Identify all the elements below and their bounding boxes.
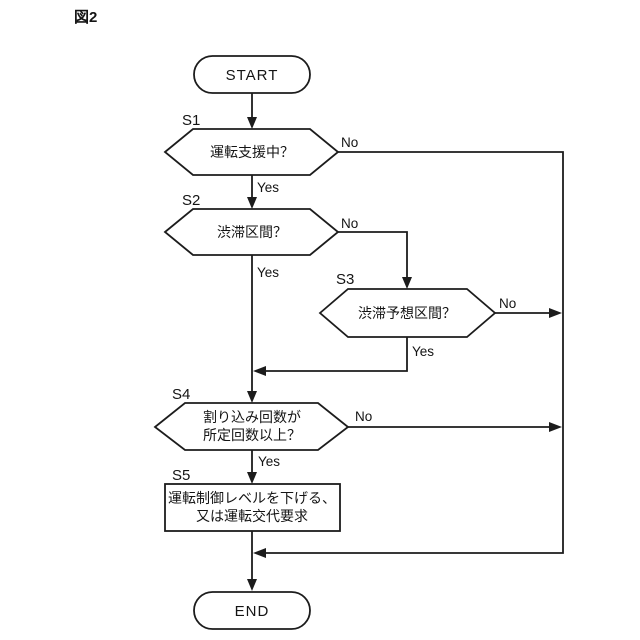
arrowhead-into-end bbox=[247, 579, 257, 591]
branch-label-s4-yes: Yes bbox=[258, 454, 280, 469]
decision-s3-shape bbox=[318, 288, 497, 338]
decision-s3-label: 渋滞予想区間？ bbox=[358, 305, 456, 321]
branch-label-s1-yes: Yes bbox=[257, 180, 279, 195]
connector-s3-yes-merge bbox=[266, 337, 408, 372]
step-label-s2: S2 bbox=[182, 192, 200, 209]
decision-s2-shape bbox=[163, 208, 340, 256]
branch-label-s4-no: No bbox=[355, 409, 372, 424]
start-terminal-label: START bbox=[226, 67, 279, 84]
step-label-s4: S4 bbox=[172, 386, 190, 403]
arrowhead-s3-no-rail bbox=[549, 308, 562, 318]
step-label-s1: S1 bbox=[182, 112, 200, 129]
figure-label: 図2 bbox=[74, 9, 97, 26]
arrowhead-into-s4 bbox=[247, 391, 257, 403]
arrowhead-s4-no-rail bbox=[549, 422, 562, 432]
arrowhead-rail-merge bbox=[253, 548, 266, 558]
branch-label-s2-no: No bbox=[341, 216, 358, 231]
arrowhead-into-s3 bbox=[402, 277, 412, 289]
decision-s1-label: 運転支援中？ bbox=[210, 144, 294, 160]
arrowhead-s3-yes-merge bbox=[253, 366, 266, 376]
branch-label-s3-yes: Yes bbox=[412, 344, 434, 359]
process-s5-shape bbox=[164, 483, 341, 532]
arrowhead-into-s2 bbox=[247, 197, 257, 209]
step-label-s5: S5 bbox=[172, 467, 190, 484]
step-label-s3: S3 bbox=[336, 271, 354, 288]
connector-s1-no-rail bbox=[266, 151, 564, 554]
arrowhead-into-s1 bbox=[247, 117, 257, 129]
decision-s4-label-line1: 割り込み回数が bbox=[203, 409, 301, 425]
connector-s2-no-s3 bbox=[338, 231, 408, 277]
process-s5-label-line2: 又は運転交代要求 bbox=[196, 508, 308, 524]
arrowhead-into-s5 bbox=[247, 472, 257, 484]
decision-s4-shape bbox=[153, 402, 350, 451]
decision-s4-label-line2: 所定回数以上？ bbox=[203, 427, 301, 443]
end-terminal-label: END bbox=[235, 603, 270, 620]
decision-s1-shape bbox=[163, 128, 340, 176]
process-s5-label-line1: 運転制御レベルを下げる、 bbox=[168, 490, 336, 506]
branch-label-s2-yes: Yes bbox=[257, 265, 279, 280]
branch-label-s1-no: No bbox=[341, 135, 358, 150]
start-terminal-shape bbox=[193, 55, 311, 94]
branch-label-s3-no: No bbox=[499, 296, 516, 311]
end-terminal-shape bbox=[193, 591, 311, 630]
decision-s2-label: 渋滞区間？ bbox=[217, 224, 287, 240]
